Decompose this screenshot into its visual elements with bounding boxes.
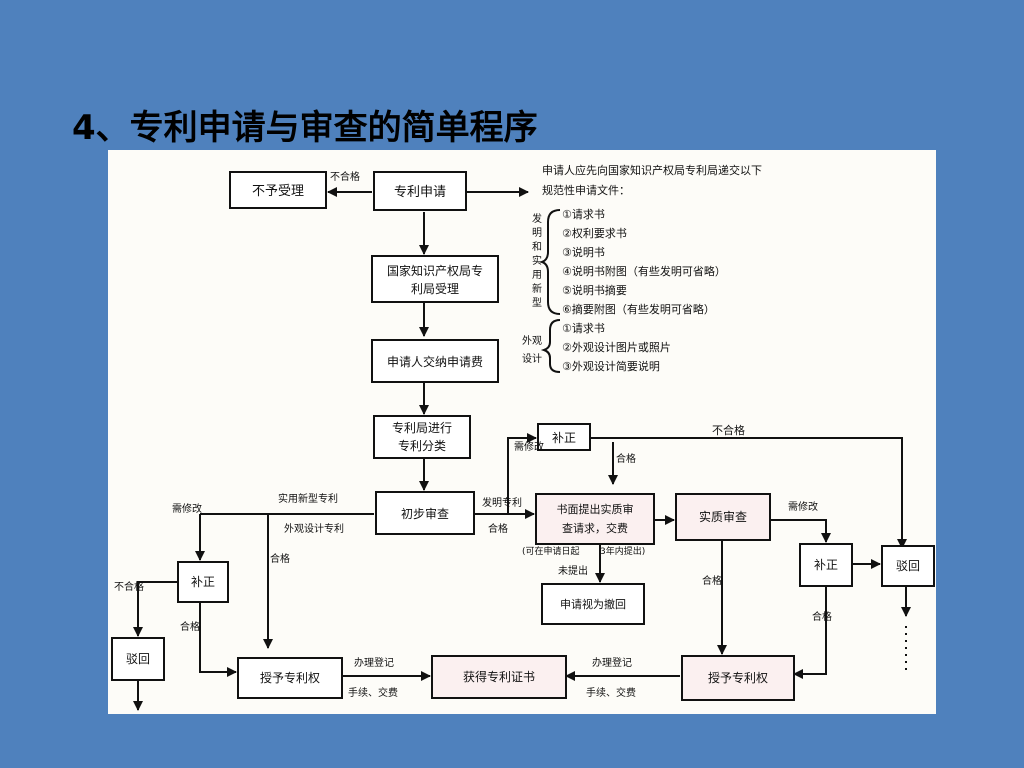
- label-fail-upper-right: 不合格: [712, 423, 745, 437]
- label-not-filed: 未提出: [558, 564, 588, 577]
- box-cnipa-accept: 国家知识产权局专 利局受理: [371, 255, 499, 303]
- label-design: 外观设计专利: [284, 522, 344, 535]
- box-reject-left: 驳回: [111, 637, 165, 681]
- invention-item: ①请求书: [562, 208, 605, 221]
- svg-text:查请求，交费: 查请求，交费: [562, 521, 628, 535]
- patent-flowchart: 不予受理 专利申请 国家知识产权局专 利局受理 申请人交纳申请费 专利局进行 专…: [111, 163, 935, 711]
- svg-text:获得专利证书: 获得专利证书: [463, 669, 535, 684]
- label-pass-correct-left: 合格: [180, 620, 200, 633]
- invention-group-char: 和: [532, 241, 542, 253]
- design-item: ①请求书: [562, 322, 605, 335]
- design-group-label: 外观设计: [522, 335, 542, 365]
- design-item: ②外观设计图片或照片: [562, 341, 671, 354]
- label-pass-correct-right: 合格: [812, 610, 832, 623]
- box-reject-right: 驳回: [881, 545, 935, 587]
- arrow-to-correct-top: [507, 433, 537, 514]
- box-correct-right: 补正: [799, 543, 853, 587]
- box-correct-top: 补正: [537, 423, 591, 451]
- design-items: ①请求书 ②外观设计图片或照片 ③外观设计简要说明: [562, 322, 671, 373]
- flowchart-panel: 不予受理 专利申请 国家知识产权局专 利局受理 申请人交纳申请费 专利局进行 专…: [108, 150, 936, 714]
- edge-labels: 不合格 不合格 需修改 实用新型专利 外观设计专利 发明专利 合格 合格 (可在…: [114, 170, 832, 699]
- svg-text:初步审查: 初步审查: [401, 506, 449, 521]
- invention-items: ①请求书 ②权利要求书 ③说明书 ④说明书附图（有些发明可省略） ⑤说明书摘要 ⑥摘要附图…: [562, 208, 726, 316]
- box-prelim-exam: 初步审查: [375, 491, 475, 535]
- arrow-to-reject-left: [133, 581, 178, 637]
- docs-intro-1: 申请人应先向国家知识产权局专利局递交以下: [542, 163, 762, 177]
- invention-item: ⑤说明书摘要: [562, 283, 627, 297]
- svg-text:不予受理: 不予受理: [252, 184, 304, 199]
- svg-text:补正: 补正: [552, 431, 576, 445]
- box-pay-fee: 申请人交纳申请费: [371, 339, 499, 383]
- svg-text:利局受理: 利局受理: [411, 282, 459, 296]
- svg-text:申请人交纳申请费: 申请人交纳申请费: [387, 354, 483, 369]
- label-fees-left: 手续、交费: [348, 686, 398, 699]
- arrow-correct-right-pass: [793, 586, 827, 679]
- label-pass-top: 合格: [616, 452, 636, 465]
- svg-text:驳回: 驳回: [896, 559, 920, 573]
- svg-text:授予专利权: 授予专利权: [260, 670, 320, 685]
- invention-group-char: 用: [532, 270, 542, 281]
- svg-text:国家知识产权局专: 国家知识产权局专: [387, 263, 483, 278]
- svg-text:授予专利权: 授予专利权: [708, 670, 768, 685]
- label-within3-1: (可在申请日起: [522, 545, 580, 557]
- label-fees-right: 手续、交费: [586, 686, 636, 699]
- box-patent-application: 专利申请: [373, 171, 467, 211]
- invention-group-char: 型: [532, 296, 542, 309]
- label-register-left: 办理登记: [354, 656, 394, 669]
- invention-item: ④说明书附图（有些发明可省略）: [562, 264, 726, 278]
- svg-text:实质审查: 实质审查: [699, 509, 747, 524]
- label-pass-prelim: 合格: [488, 522, 508, 535]
- label-invention: 发明专利: [482, 496, 522, 509]
- invention-brace: [538, 209, 561, 315]
- invention-group-char: 实: [532, 254, 542, 267]
- invention-item: ⑥摘要附图（有些发明可省略）: [562, 302, 715, 316]
- box-grant-left: 授予专利权: [237, 657, 343, 699]
- design-group-line: 外观: [522, 335, 542, 347]
- svg-text:书面提出实质审: 书面提出实质审: [557, 502, 634, 516]
- invention-group-char: 新: [532, 282, 542, 295]
- box-correct-left: 补正: [177, 561, 229, 603]
- label-pass-substantive: 合格: [702, 574, 722, 587]
- svg-text:补正: 补正: [191, 575, 215, 589]
- arrow-correct-left-pass: [199, 602, 237, 677]
- svg-text:驳回: 驳回: [126, 652, 150, 666]
- box-deemed-withdrawn: 申请视为撤回: [541, 583, 645, 625]
- svg-text:专利申请: 专利申请: [394, 185, 446, 200]
- label-utility: 实用新型专利: [278, 492, 338, 505]
- box-not-accepted: 不予受理: [229, 171, 327, 209]
- svg-text:补正: 补正: [814, 558, 838, 572]
- docs-intro-2: 规范性申请文件：: [542, 183, 630, 197]
- invention-group-char: 发: [532, 212, 542, 225]
- svg-text:专利分类: 专利分类: [398, 438, 446, 453]
- label-need-fix-top: 需修改: [514, 440, 544, 453]
- invention-item: ②权利要求书: [562, 227, 627, 240]
- box-grant-right: 授予专利权: [681, 655, 795, 701]
- svg-text:专利局进行: 专利局进行: [392, 420, 452, 435]
- label-need-fix-left: 需修改: [172, 502, 202, 515]
- label-fail-top: 不合格: [330, 170, 360, 183]
- arrow-correct-top-fail: [590, 437, 907, 549]
- design-group-line: 设计: [522, 352, 542, 365]
- design-brace: [540, 319, 561, 373]
- connectors: [133, 187, 911, 711]
- label-within3-2: 3年内提出): [600, 545, 645, 557]
- label-pass-design: 合格: [270, 552, 290, 565]
- label-fail-left: 不合格: [114, 580, 144, 593]
- box-classify: 专利局进行 专利分类: [373, 415, 471, 459]
- box-certificate: 获得专利证书: [431, 655, 567, 699]
- label-need-fix-right: 需修改: [788, 500, 818, 513]
- invention-item: ③说明书: [562, 245, 605, 259]
- slide-title: 4、专利申请与审查的简单程序: [72, 108, 538, 148]
- box-request-exam: 书面提出实质审 查请求，交费: [535, 493, 655, 545]
- box-substantive-exam: 实质审查: [675, 493, 771, 541]
- invention-group-char: 明: [532, 227, 542, 239]
- arrow-to-correct-right: [770, 519, 831, 543]
- svg-text:申请视为撤回: 申请视为撤回: [560, 597, 626, 611]
- design-item: ③外观设计简要说明: [562, 359, 660, 373]
- label-register-right: 办理登记: [592, 656, 632, 669]
